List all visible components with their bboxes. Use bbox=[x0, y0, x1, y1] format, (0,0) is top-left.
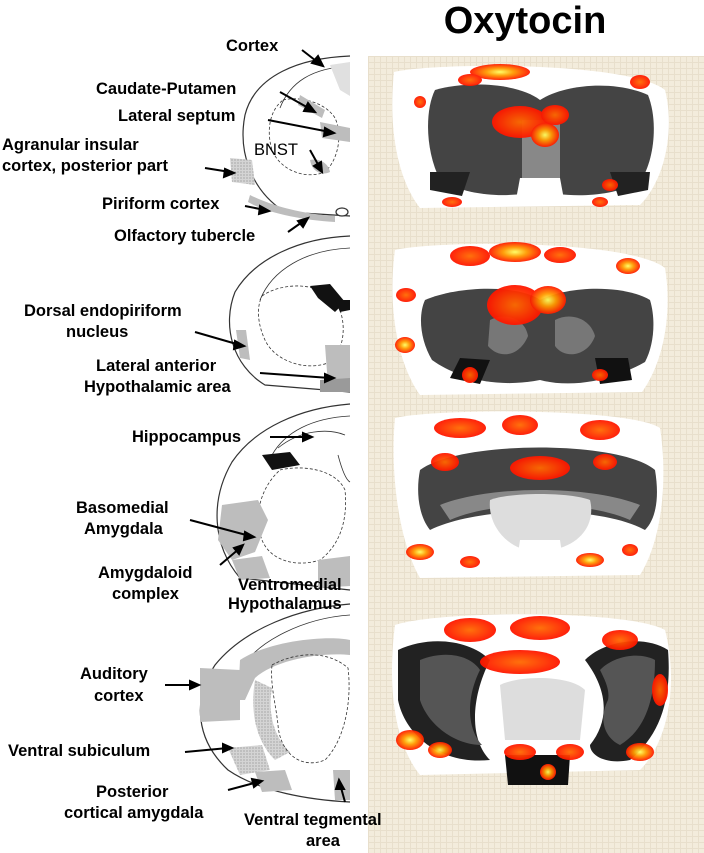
atlas-section-3 bbox=[216, 403, 351, 591]
label-dorsal-endopiriform-line2: nucleus bbox=[66, 323, 129, 341]
atlas-section-1 bbox=[230, 55, 351, 222]
label-dorsal-endopiriform-line1: Dorsal endopiriform bbox=[24, 302, 182, 320]
label-agranular-insular-line1: Agranular insular bbox=[2, 136, 139, 154]
label-hippocampus: Hippocampus bbox=[132, 428, 242, 446]
label-basomedial-line1: Basomedial bbox=[76, 499, 169, 517]
label-arrows bbox=[165, 49, 346, 803]
label-posterior-cortical-line1: Posterior bbox=[96, 783, 169, 801]
label-posterior-cortical-line2: cortical amygdala bbox=[64, 804, 204, 822]
label-lateral-anterior-line1: Lateral anterior bbox=[96, 357, 217, 375]
label-amygdaloid-line2: complex bbox=[112, 585, 179, 603]
atlas-section-2 bbox=[228, 235, 351, 393]
oxytocin-heatmap-slice-1 bbox=[392, 65, 669, 208]
label-bnst: BNST bbox=[254, 141, 299, 159]
label-auditory-line2: cortex bbox=[94, 687, 144, 705]
figure-title: Oxytocin bbox=[443, 0, 607, 42]
oxytocin-heatmap-slice-4 bbox=[391, 614, 672, 785]
label-caudate-putamen: Caudate-Putamen bbox=[96, 80, 237, 98]
label-vta-line1: Ventral tegmental bbox=[244, 811, 382, 829]
label-cortex: Cortex bbox=[226, 37, 279, 55]
oxytocin-heatmap-slice-2 bbox=[392, 243, 668, 395]
oxytocin-heatmap-slice-3 bbox=[393, 411, 664, 578]
label-auditory-line1: Auditory bbox=[80, 665, 148, 683]
atlas-section-4 bbox=[199, 603, 351, 803]
label-lateral-anterior-line2: Hypothalamic area bbox=[84, 378, 231, 396]
label-basomedial-line2: Amygdala bbox=[84, 520, 163, 538]
heat-spots bbox=[395, 64, 668, 780]
label-ventromedial-line1: Ventromedial bbox=[238, 576, 342, 594]
label-olfactory-tubercle: Olfactory tubercle bbox=[114, 227, 256, 245]
label-ventral-subiculum: Ventral subiculum bbox=[8, 742, 151, 760]
label-vta-line2: area bbox=[306, 832, 340, 850]
label-agranular-insular-line2: cortex, posterior part bbox=[2, 157, 168, 175]
label-piriform-cortex: Piriform cortex bbox=[102, 195, 220, 213]
label-lateral-septum: Lateral septum bbox=[118, 107, 236, 125]
label-amygdaloid-line1: Amygdaloid bbox=[98, 564, 193, 582]
label-ventromedial-line2: Hypothalamus bbox=[228, 595, 342, 613]
